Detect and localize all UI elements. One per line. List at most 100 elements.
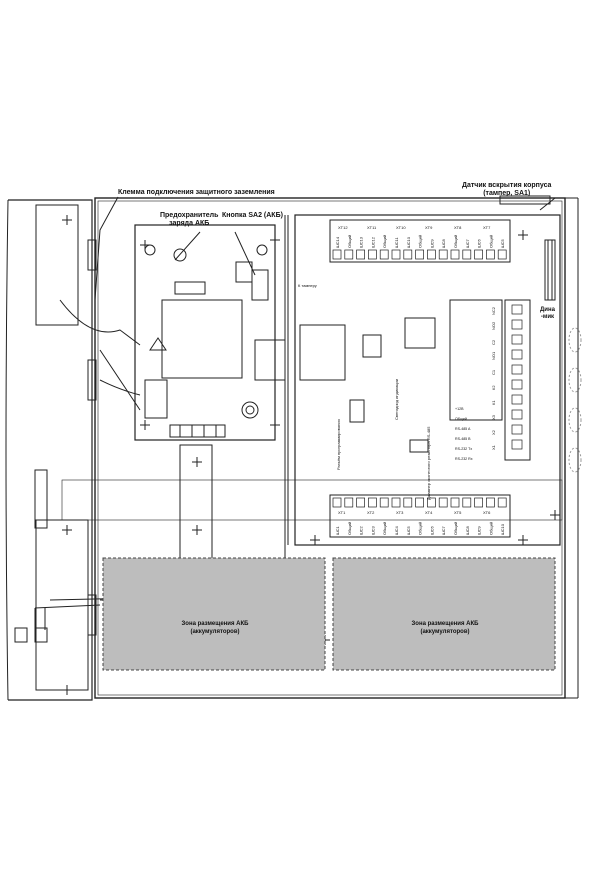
relay-label: К1 xyxy=(491,400,496,405)
top-terminal-pin xyxy=(462,249,472,260)
top-zone-label: ШС10 xyxy=(406,236,411,248)
enclosure-body xyxy=(94,197,566,699)
enclosure-door xyxy=(8,199,93,701)
top-zone-label: Общий xyxy=(488,235,493,248)
top-zone-label: Общий xyxy=(418,235,423,248)
control-board xyxy=(294,214,561,546)
bottom-terminal-pin xyxy=(438,497,448,508)
interface-label: Общий xyxy=(455,417,467,421)
door-inner-panel xyxy=(35,204,79,326)
bottom-zone-label: ШС5 xyxy=(406,525,411,535)
top-terminal-pin xyxy=(427,249,436,260)
din-rail xyxy=(544,239,556,301)
bottom-terminal-pin xyxy=(427,497,436,508)
relay-label: К2 xyxy=(491,385,496,390)
relay-terminal-pin xyxy=(511,319,523,330)
bottom-terminal-label: XT6 xyxy=(483,510,491,515)
akb-button-label: Кнопка SA2 (АКБ) xyxy=(222,212,283,219)
bottom-zone-label: Общий xyxy=(488,522,493,535)
top-zone-label: ШС8 xyxy=(441,238,446,248)
bottom-terminal-pin xyxy=(379,497,389,508)
top-terminal-pin xyxy=(438,249,448,260)
top-zone-label: ШС13 xyxy=(359,236,364,248)
top-terminal-pin xyxy=(497,249,507,260)
top-zone-label: ШС5 xyxy=(500,238,505,248)
top-terminal-pin xyxy=(368,249,377,260)
top-zone-label: ШС14 xyxy=(335,236,340,248)
relay-terminal-pin xyxy=(511,439,523,450)
battery-zone-right-line2: (аккумуляторов) xyxy=(420,629,470,635)
relay-label: Х3 xyxy=(491,414,496,420)
top-zone-label: Общий xyxy=(453,235,458,248)
top-zone-label: ШС12 xyxy=(370,236,375,248)
top-terminal-pin xyxy=(486,249,495,260)
charge-fuse-callout: Предохранитель заряда АКБ xyxy=(160,212,218,228)
relay-label: C1 xyxy=(491,369,496,375)
top-terminal-pin xyxy=(450,249,460,260)
tamper-sensor-callout: Датчик вскрытия корпуса (тампер, SA1) xyxy=(462,182,551,198)
relay-label: Х2 xyxy=(491,429,496,435)
top-zone-label: ШС9 xyxy=(429,238,434,248)
top-zone-label: ШС11 xyxy=(394,237,399,248)
top-terminal-label: XT7 xyxy=(483,225,491,230)
relay-terminal-pin xyxy=(511,394,523,405)
tamper-label: К тамперу xyxy=(298,283,317,288)
side-note-led: Светодиод индикации xyxy=(394,379,399,420)
tamper-sensor-line2: (тампер, SA1) xyxy=(483,190,531,197)
bottom-terminal-label: XT5 xyxy=(454,510,462,515)
relay-terminal-block xyxy=(504,299,531,461)
battery-zone-right xyxy=(332,557,556,671)
battery-zone-left xyxy=(102,557,326,671)
top-terminal-label: XT12 xyxy=(338,225,348,230)
bottom-zone-label: ШС8 xyxy=(465,525,470,535)
top-terminal-pin xyxy=(332,249,342,260)
interface-label: RS-232 Rx xyxy=(455,457,473,461)
bottom-terminal-pin xyxy=(391,497,401,508)
relay-terminal-pin xyxy=(511,409,523,420)
relay-label: NO2 xyxy=(491,321,496,330)
bottom-terminal-pin xyxy=(356,497,365,508)
battery-zone-right-label: Зона размещения АКБ (аккумуляторов) xyxy=(390,620,500,636)
battery-zone-right-line1: Зона размещения АКБ xyxy=(411,621,479,627)
relay-terminal-pin xyxy=(511,424,523,435)
charge-fuse-line2: заряда АКБ xyxy=(169,220,210,227)
bottom-terminal-pin xyxy=(332,497,342,508)
bottom-zone-label: ШС7 xyxy=(441,525,446,535)
bottom-terminal-pin xyxy=(368,497,377,508)
psu-board xyxy=(134,224,276,441)
bottom-zone-label: ШС2 xyxy=(359,525,364,535)
relay-label: Х1 xyxy=(491,444,496,450)
top-zone-label: Общий xyxy=(382,235,387,248)
top-terminal-pin xyxy=(415,249,424,260)
relay-label: NO1 xyxy=(491,351,496,360)
bottom-zone-label: ШС1 xyxy=(335,525,340,535)
relay-label: NC2 xyxy=(491,306,496,315)
relay-label: C2 xyxy=(491,339,496,345)
bottom-terminal-pin xyxy=(497,497,507,508)
top-zone-label: ШС6 xyxy=(477,238,482,248)
bottom-terminal-label: XT4 xyxy=(425,510,433,515)
interface-label: RS-485 A xyxy=(455,427,471,431)
top-terminal-pin xyxy=(356,249,365,260)
bottom-terminal-block xyxy=(329,494,511,538)
bottom-terminal-label: XT1 xyxy=(338,510,346,515)
battery-zone-left-line1: Зона размещения АКБ xyxy=(181,621,249,627)
ground-terminal-callout: Клемма подключения защитного заземления xyxy=(118,189,275,197)
top-zone-label: Общий xyxy=(347,235,352,248)
tamper-sensor-line1: Датчик вскрытия корпуса xyxy=(462,182,552,189)
top-terminal-label: XT10 xyxy=(396,225,406,230)
battery-zone-left-line2: (аккумуляторов) xyxy=(190,629,240,635)
bottom-zone-label: Общий xyxy=(418,522,423,535)
top-terminal-pin xyxy=(391,249,401,260)
bottom-zone-label: ШС6 xyxy=(429,525,434,535)
bottom-terminal-pin xyxy=(462,497,472,508)
interface-label: RS-232 Tx xyxy=(455,447,472,451)
bottom-terminal-pin xyxy=(415,497,424,508)
side-note-programming: Разъём программирования xyxy=(336,419,341,470)
top-terminal-pin xyxy=(379,249,389,260)
bottom-terminal-label: XT3 xyxy=(396,510,404,515)
bottom-zone-label: ШС9 xyxy=(477,525,482,535)
din-rail-line2: -мик xyxy=(540,314,555,320)
top-terminal-label: XT9 xyxy=(425,225,433,230)
